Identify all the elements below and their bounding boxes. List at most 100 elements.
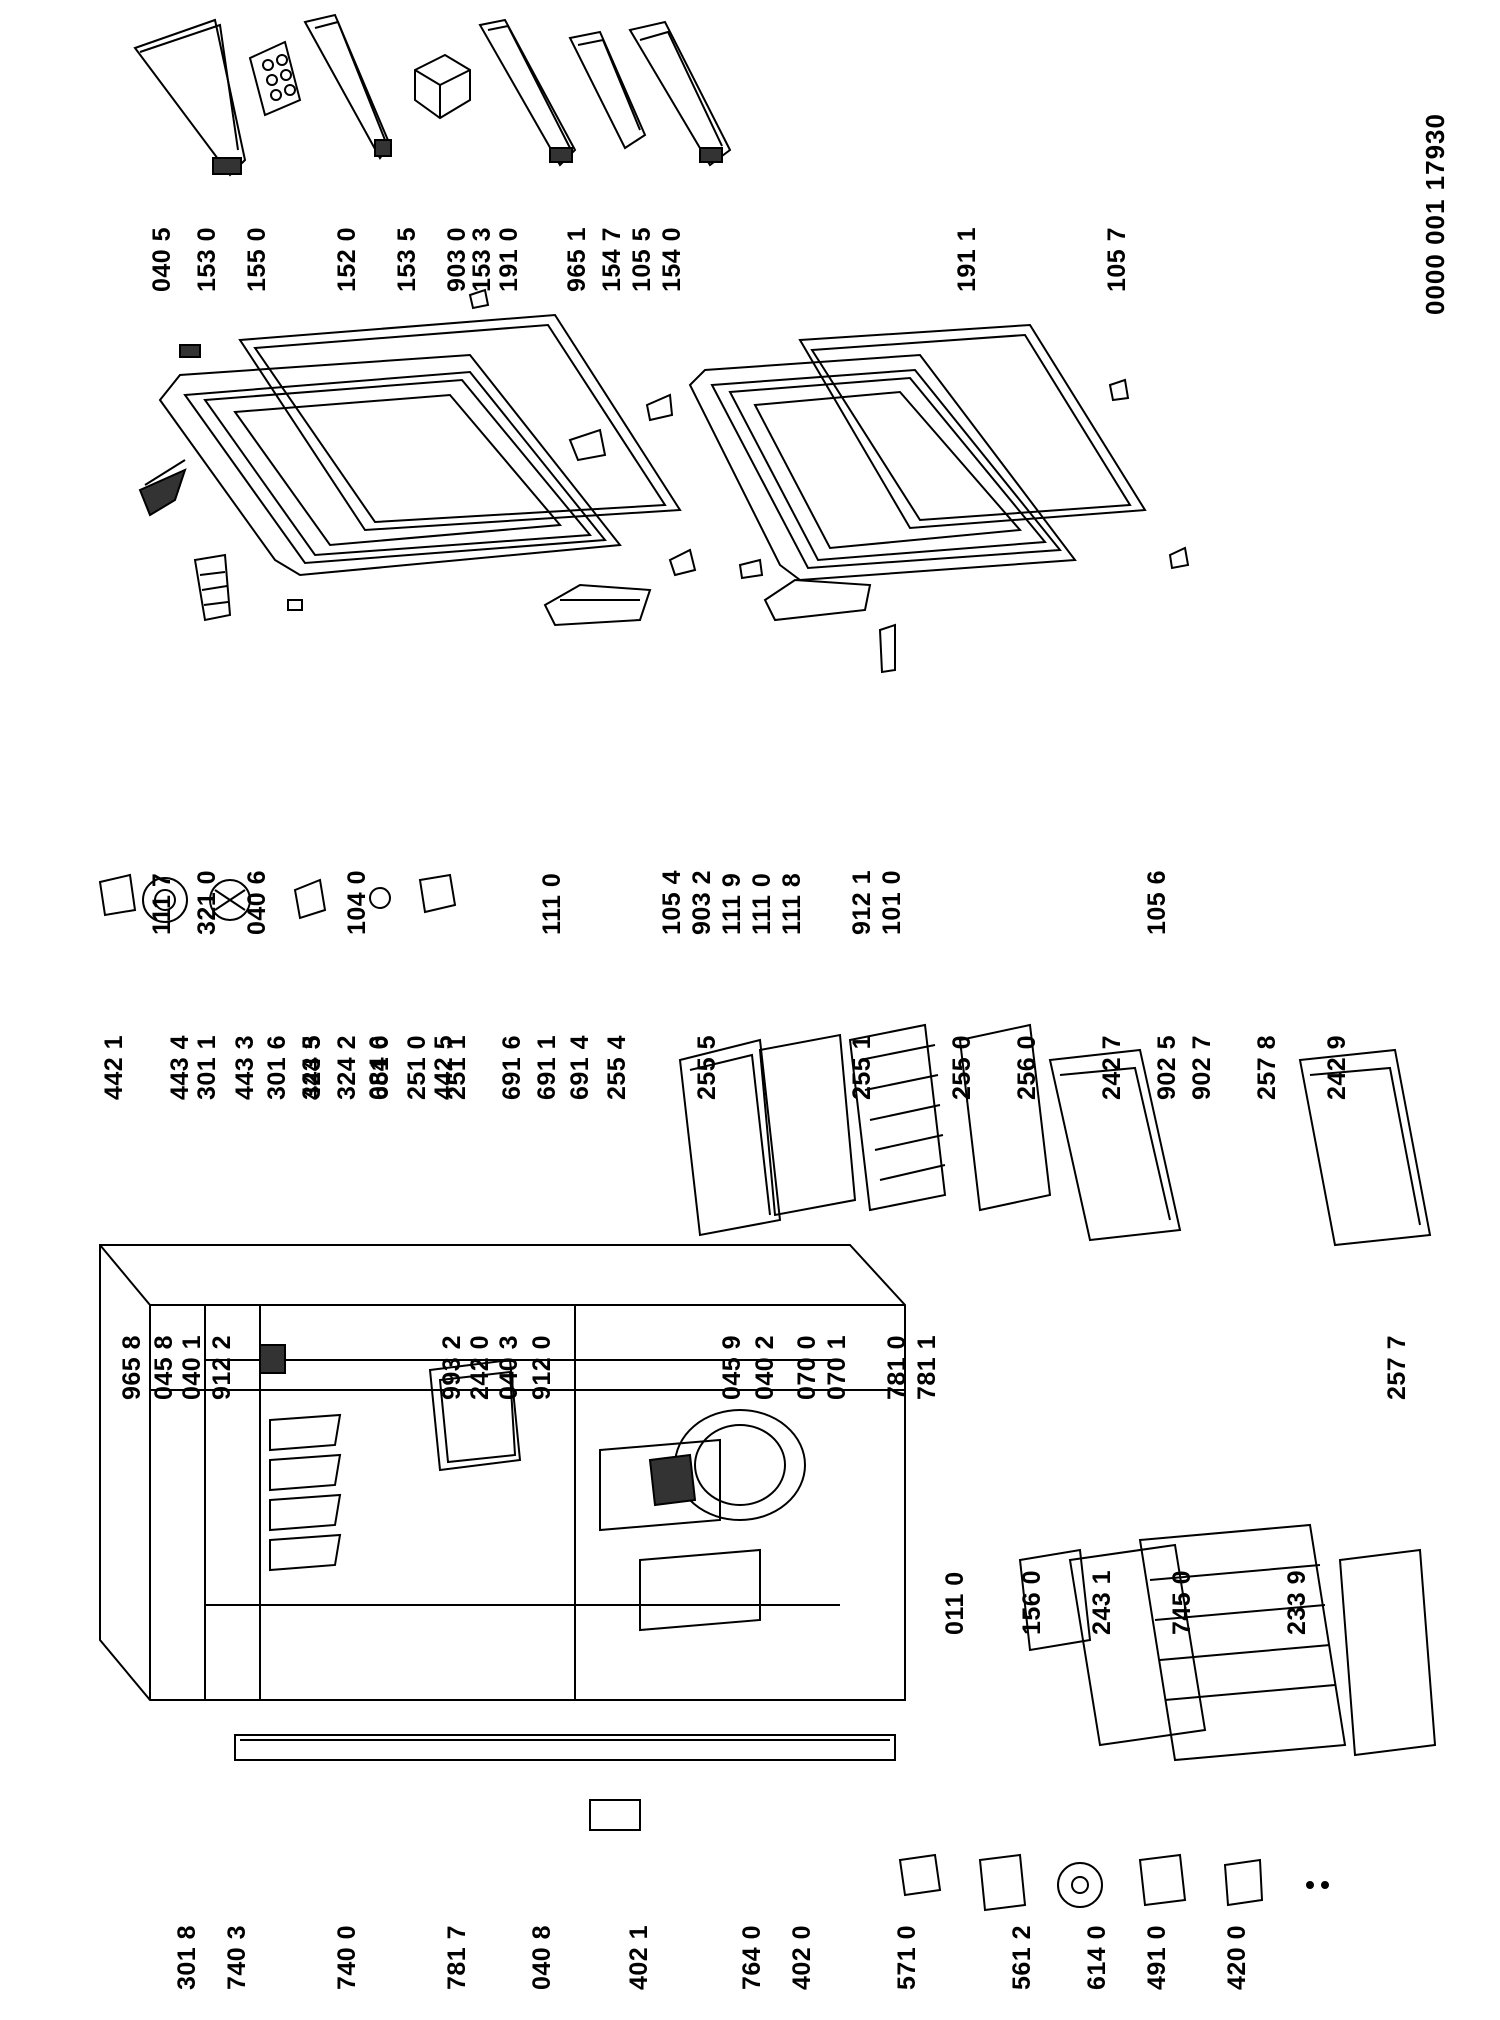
document-id: 0000 001 17930 (1420, 113, 1450, 315)
relay-561-2 (978, 1853, 1027, 1912)
part-912-1 (878, 623, 896, 674)
part-label: 324 3 (298, 1034, 326, 1100)
part-label: 903 0 (443, 226, 471, 292)
part-label: 191 1 (953, 226, 981, 292)
drawer-242-7 (1048, 1048, 1182, 1242)
part-label: 105 4 (658, 869, 686, 935)
part-label: 912 1 (848, 869, 876, 935)
part-label: 191 0 (495, 226, 523, 292)
shelf-255-4 (678, 1038, 782, 1237)
part-label: 242 0 (466, 1334, 494, 1400)
part-label: 764 0 (738, 1924, 766, 1990)
part-105-5 (645, 393, 674, 422)
part-label: 101 0 (878, 869, 906, 935)
part-040-5-clip (179, 344, 201, 358)
evaporator-745-0 (1138, 1523, 1347, 1762)
part-label: 903 2 (688, 869, 716, 935)
part-label: 070 0 (793, 1334, 821, 1400)
part-label: 301 8 (173, 1924, 201, 1990)
hinge-111-7 (138, 459, 187, 517)
part-903-0 (468, 288, 490, 310)
part-label: 691 1 (533, 1034, 561, 1100)
door-shelf-154-0 (628, 20, 732, 167)
part-label: 255 0 (948, 1034, 976, 1100)
compressor-402-0 (648, 1409, 806, 1521)
part-label: 912 0 (528, 1334, 556, 1400)
part-label: 045 9 (718, 1334, 746, 1400)
part-label: 614 0 (1083, 1924, 1111, 1990)
part-label: 255 4 (603, 1034, 631, 1100)
part-label: 105 6 (1143, 869, 1171, 935)
hinge-321-0 (193, 553, 232, 622)
drawer-242-9 (1298, 1048, 1432, 1247)
part-label: 571 0 (893, 1924, 921, 1990)
part-label: 301 1 (193, 1034, 221, 1100)
part-label: 420 0 (1223, 1924, 1251, 1990)
part-label: 491 0 (1143, 1924, 1171, 1990)
part-label: 651 0 (366, 1034, 394, 1100)
part-105-7 (1108, 378, 1130, 402)
part-label: 912 2 (208, 1334, 236, 1400)
thermostat-parts (259, 1344, 641, 1831)
part-label: 153 0 (193, 226, 221, 292)
capacitor-420-0 (1223, 1858, 1329, 1907)
part-label: 691 4 (566, 1034, 594, 1100)
door-gasket-191-1 (798, 323, 1147, 530)
part-label: 781 0 (883, 1334, 911, 1400)
part-label: 111 8 (778, 872, 806, 935)
handle-111-0-bottom (763, 578, 872, 622)
ice-tray-156-0 (1018, 1548, 1092, 1652)
part-label: 104 0 (343, 869, 371, 935)
egg-tray-155-0 (248, 40, 302, 117)
butter-box-153-5 (414, 53, 471, 120)
fan-parts-group (98, 873, 457, 923)
door-gasket-191-0 (238, 313, 682, 532)
part-label: 321 0 (193, 869, 221, 935)
part-903-2 (738, 558, 764, 580)
part-label: 040 6 (243, 869, 271, 935)
plinth-233-9 (1338, 1548, 1437, 1757)
part-label: 255 5 (693, 1034, 721, 1100)
part-label: 111 7 (148, 872, 176, 935)
part-label: 251 1 (443, 1034, 471, 1100)
part-label: 040 3 (495, 1334, 523, 1400)
part-label: 965 1 (563, 226, 591, 292)
part-965-1 (568, 428, 607, 462)
glass-shelf-255-5 (758, 1033, 857, 1217)
part-label: 691 6 (498, 1034, 526, 1100)
part-label: 324 2 (333, 1034, 361, 1100)
part-label: 153 3 (468, 226, 496, 292)
part-label: 111 0 (748, 872, 776, 935)
door-shelf-040-5 (133, 18, 247, 177)
part-label: 233 9 (1283, 1569, 1311, 1635)
crisper-242-0 (428, 1358, 522, 1472)
lower-door-101-0 (688, 353, 1077, 582)
protector-614-0 (1057, 1862, 1103, 1908)
part-label: 993 2 (438, 1334, 466, 1400)
part-label: 105 7 (1103, 226, 1131, 292)
part-label: 561 2 (1008, 1924, 1036, 1990)
part-label: 256 0 (1013, 1034, 1041, 1100)
bottle-shelf-152-0 (303, 13, 392, 160)
part-label: 443 3 (231, 1034, 259, 1100)
part-label: 111 0 (538, 872, 566, 935)
shelf-255-0 (958, 1023, 1052, 1212)
door-shelf-153-3 (478, 18, 577, 167)
part-label: 902 7 (1188, 1034, 1216, 1100)
drawer-243-1 (1068, 1543, 1207, 1747)
part-label: 040 8 (528, 1924, 556, 1990)
part-label: 243 1 (1088, 1569, 1116, 1635)
part-label: 402 1 (625, 1924, 653, 1990)
part-label: 070 1 (823, 1334, 851, 1400)
part-label: 965 8 (118, 1334, 146, 1400)
part-label: 255 1 (848, 1034, 876, 1100)
part-105-6 (1168, 546, 1190, 570)
part-label: 152 0 (333, 226, 361, 292)
grid-shelf-255-1 (848, 1023, 947, 1212)
part-label: 781 1 (913, 1334, 941, 1400)
cabinet-body (99, 1244, 906, 1701)
part-label: 155 0 (243, 226, 271, 292)
part-label: 040 2 (751, 1334, 779, 1400)
part-label: 781 7 (443, 1924, 471, 1990)
